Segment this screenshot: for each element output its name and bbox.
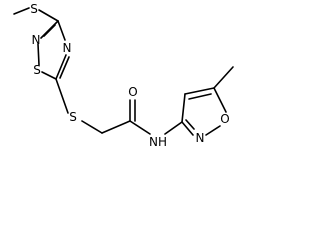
atom-n-isoxazole: N (196, 131, 205, 145)
molecule-structure: S N S N S O NH N O (13, 2, 234, 149)
atom-n-thiadiazole-top: N (32, 33, 41, 47)
bond-c5-methyl (213, 66, 234, 89)
bond-c3-c4 (181, 93, 186, 123)
bond-s-c3 (38, 9, 59, 22)
bond-s1-c5 (41, 71, 57, 80)
bond-c5-slinker (55, 78, 69, 114)
bond-nh-c3 (164, 121, 183, 135)
bond-ch2-carbonyl (101, 120, 131, 134)
bond-n2-s1 (37, 43, 40, 66)
atom-n-thiadiazole-bottom: N (63, 41, 72, 55)
bond-c5-n4-double (59, 56, 70, 79)
bond-o1-n2 (205, 125, 221, 136)
atom-s-linker: S (69, 110, 77, 124)
bond-c4-c5-double (188, 93, 212, 100)
bonds (13, 7, 234, 136)
bond-carbonyl-nh (129, 120, 151, 135)
atom-s-thiadiazole-ring: S (33, 63, 41, 77)
atom-s-methylthio: S (30, 2, 38, 16)
atom-o-carbonyl: O (128, 85, 137, 99)
bond-c3-n2-double (43, 24, 56, 37)
bond-c4-c5 (184, 87, 215, 95)
atom-o-isoxazole: O (220, 112, 229, 126)
atom-labels: S N S N S O NH N O (30, 2, 230, 149)
bond-slinker-ch2 (81, 120, 103, 134)
bond-n2-c3-double (185, 119, 195, 130)
bond-n2-c3 (181, 121, 194, 136)
bond-methyl-s (13, 7, 30, 15)
bond-c5-o1 (213, 87, 227, 113)
atom-nh-amide: NH (149, 135, 167, 149)
bond-n4-c3 (57, 20, 66, 41)
bond-c5-n4 (55, 54, 67, 80)
